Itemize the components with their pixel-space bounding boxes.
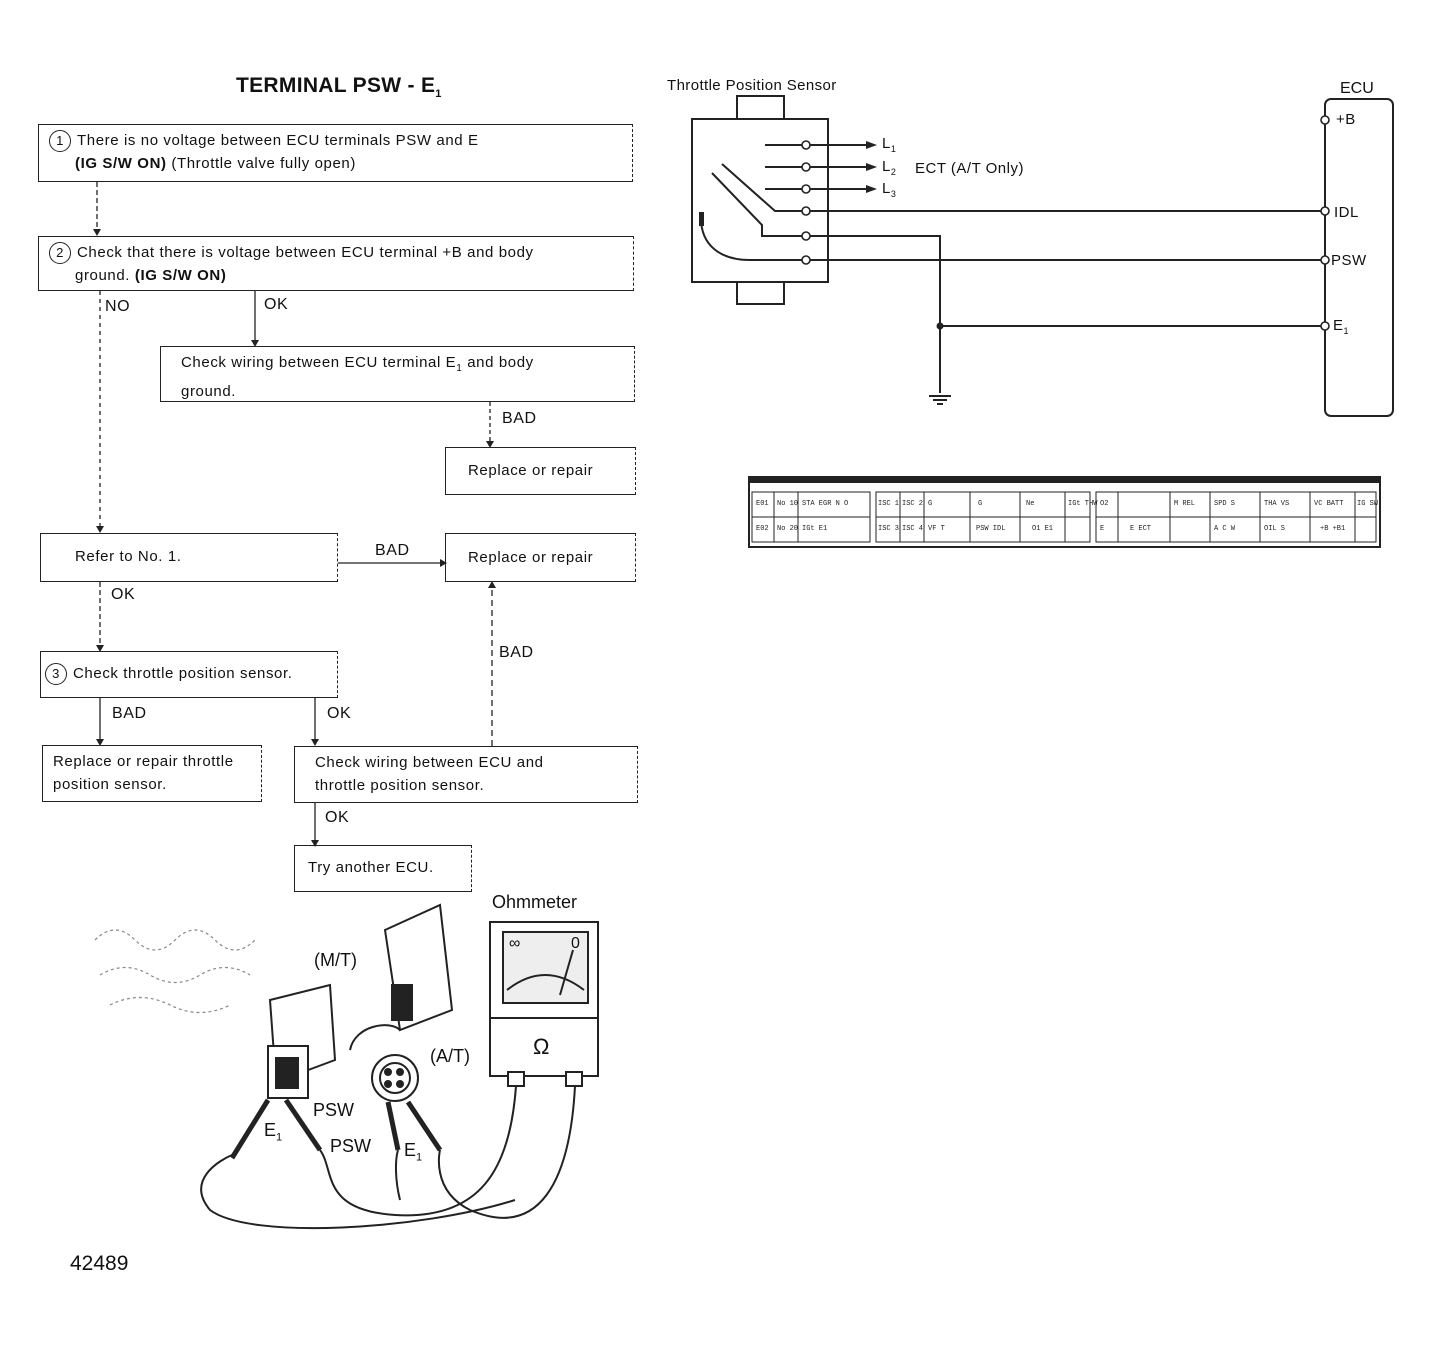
label-no: NO [105,298,131,315]
check-e1-text-post: and body [462,354,534,371]
psw-probe-label-at: PSW [330,1136,372,1156]
label-ok: OK [264,296,289,313]
label-bad: BAD [499,644,534,661]
connector-cell: IG SW [1357,500,1379,508]
connector-cell: O1 E1 [1032,525,1054,533]
pin-l2: L2 [882,158,897,177]
tps-title: Throttle Position Sensor [667,77,837,94]
connector-cell: SPD S [1214,500,1236,508]
check-e1-sub: 1 [456,363,463,374]
tps-top-tab [736,95,785,120]
connector-cell: THA VS [1264,500,1290,508]
step2-text-cont: ground. [75,267,135,285]
ecu-pin-psw: PSW [1331,252,1367,269]
connector-cell: E ECT [1130,525,1152,533]
replace-repair-box-2: Replace or repair [445,533,636,582]
ecu-pin-idl: IDL [1334,204,1359,221]
connector-cell: ISC 3 [878,525,900,533]
label-bad: BAD [112,705,147,722]
label-bad: BAD [502,410,537,427]
label-ok: OK [327,705,352,722]
connector-cell: IGt E1 [802,525,828,533]
connector-cell: E02 [756,525,769,533]
dial-infinity-label: ∞ [509,935,521,952]
ecu-title: ECU [1340,80,1374,97]
connector-grid [750,478,1379,543]
refer-box: Refer to No. 1. [40,533,338,582]
ohmmeter-label: Ohmmeter [492,892,578,912]
connector-cell: A C W [1214,525,1236,533]
step1-condition: (IG S/W ON) [75,155,167,173]
connector-cell: G [928,500,933,508]
check-wiring-text-2: throttle position sensor. [315,777,485,794]
connector-cell: ISC 4 [902,525,924,533]
check-e1-box: Check wiring between ECU terminal E1 and… [160,346,635,402]
connector-cell: ISC 1 [878,500,900,508]
connector-cell: M REL [1174,500,1196,508]
connector-cell: OIL S [1264,525,1286,533]
connector-cell: G [978,500,983,508]
mt-label: (M/T) [314,950,357,970]
label-ok: OK [325,809,350,826]
connector-cell: PSW IDL [976,525,1006,533]
label-bad: BAD [375,542,410,559]
step3-box: 3 Check throttle position sensor. [40,651,338,698]
dial-zero-label: 0 [571,935,580,952]
step1-text: There is no voltage between ECU terminal… [77,132,479,149]
check-wiring-box: Check wiring between ECU and throttle po… [294,746,638,803]
replace-tps-text: Replace or repair throttle [53,753,234,770]
step2-text: Check that there is voltage between ECU … [77,244,534,261]
ect-note: ECT (A/T Only) [915,160,1024,177]
ohm-symbol: Ω [533,1034,550,1059]
connector-cell: O2 [1100,500,1109,508]
replace-tps-text-2: position sensor. [53,776,167,793]
pin-l3: L3 [882,180,897,199]
replace-repair-box-1: Replace or repair [445,447,636,495]
tps-bottom-tab [736,281,785,305]
check-e1-text-2: ground. [181,383,237,400]
figure-number: 42489 [70,1252,129,1275]
check-e1-text: Check wiring between ECU terminal E [181,354,457,371]
check-wiring-text: Check wiring between ECU and [315,754,544,771]
connector-cell: +B +B1 [1320,525,1346,533]
connector-cell: Ne [1026,500,1035,508]
step-number: 3 [45,663,67,686]
pin-l1: L1 [882,135,897,154]
step2-condition: (IG S/W ON) [134,267,227,285]
ecu-pin-b: +B [1336,111,1356,128]
step3-text: Check throttle position sensor. [73,665,293,682]
connector-cell: E [1100,525,1105,533]
connector-cell: ISC 2 [902,500,924,508]
connector-cell: IGt THW [1068,500,1098,508]
at-label: (A/T) [430,1046,470,1066]
connector-cell: VC BATT [1314,500,1344,508]
label-ok: OK [111,586,136,603]
connector-cell: No 10 [777,500,799,508]
connector-cell: VF T [928,525,945,533]
e1-probe-label: E1 [264,1120,283,1144]
connector-cell: No 20 [777,525,799,533]
psw-probe-label: PSW [313,1100,355,1120]
ecu-connector-chart: E01 No 10 STA EGR N O ISC 1 ISC 2 G G Ne… [748,476,1381,548]
step1-note: (Throttle valve fully open) [166,155,356,173]
e1-probe-label-at: E1 [404,1140,423,1164]
connector-cell: STA EGR N O [802,500,849,508]
ecu-pin-e1: E1 [1333,317,1350,336]
replace-tps-box: Replace or repair throttle position sens… [42,745,262,802]
connector-cell: E01 [756,500,769,508]
try-ecu-box: Try another ECU. [294,845,472,892]
page-title: TERMINAL PSW - E1 [236,74,442,101]
